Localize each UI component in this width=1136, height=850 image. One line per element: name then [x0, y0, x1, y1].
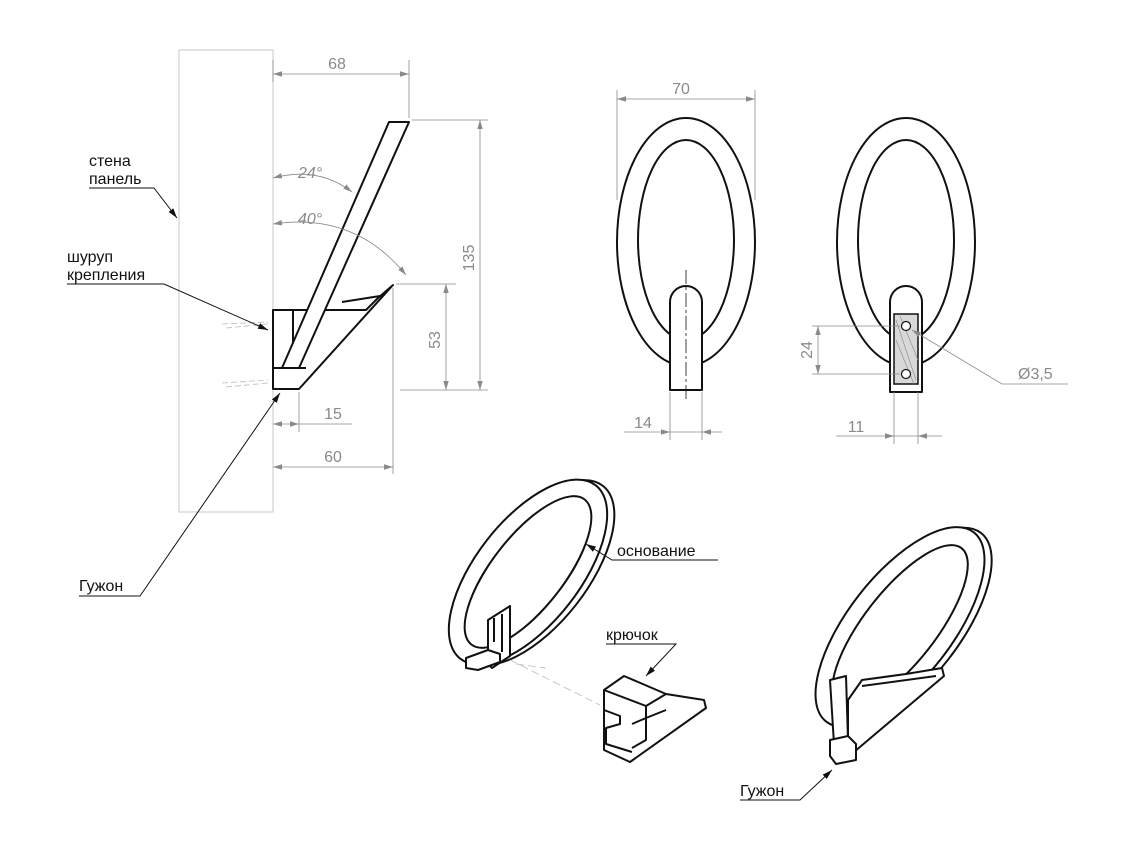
dim-top-width: 68: [272, 56, 410, 118]
label-wall-line2: панель: [89, 171, 141, 188]
dim-base-depth-label: 60: [324, 449, 342, 466]
mount-hole-top: [900, 320, 912, 332]
dim-hole-diameter-label: Ø3,5: [1018, 366, 1053, 383]
dim-gujon-width-label: 11: [848, 419, 865, 436]
dim-stem-width-label: 14: [634, 415, 652, 432]
wall-panel: [178, 49, 274, 513]
angle-small-label: 24°: [297, 165, 323, 182]
dim-base-depth: 60: [273, 288, 394, 474]
hook-side-profile: [272, 121, 410, 390]
label-gujon-iso-text: Гужон: [740, 783, 784, 800]
label-hook-text: крючок: [606, 627, 659, 644]
dim-base-height-label: 53: [427, 331, 444, 349]
dim-hole-diameter: Ø3,5: [911, 329, 1068, 385]
mount-hole-bottom: [900, 368, 912, 380]
angle-large-label: 40°: [298, 211, 323, 228]
screw-hints: [221, 321, 269, 388]
dim-top-width-label: 68: [328, 56, 346, 73]
iso-base: основание: [447, 478, 718, 706]
label-wall-line1: стена: [89, 153, 131, 170]
rear-view: 24 Ø3,5 11: [799, 117, 1068, 444]
dim-base-height: 53: [396, 283, 456, 390]
dim-angles: 24° 40°: [272, 165, 407, 276]
front-view: 70 14: [616, 81, 756, 440]
dim-ring-width: 70: [616, 81, 756, 200]
label-screw-line2: крепления: [67, 267, 145, 284]
iso-hook: крючок: [603, 627, 707, 763]
dim-stem-width: 14: [624, 392, 722, 440]
dim-total-height: 135: [400, 119, 488, 391]
dim-gujon-width: 11: [836, 392, 942, 444]
dim-ring-width-label: 70: [672, 81, 690, 98]
dim-offset-label: 15: [324, 406, 342, 423]
dim-offset: 15: [273, 392, 352, 432]
label-wall: стена панель: [89, 153, 178, 219]
dim-hole-spacing: 24: [799, 325, 900, 375]
dim-total-height-label: 135: [461, 245, 478, 272]
label-base-text: основание: [617, 543, 696, 560]
iso-assembled: Гужон: [740, 526, 993, 801]
dim-hole-spacing-label: 24: [799, 341, 816, 359]
label-screw: шуруп крепления: [67, 249, 269, 331]
label-gujon-side-text: Гужон: [79, 578, 123, 595]
label-screw-line1: шуруп: [67, 249, 113, 266]
side-view: 68 24° 40° 135 53 15: [67, 49, 488, 597]
label-gujon-side: Гужон: [79, 392, 281, 597]
